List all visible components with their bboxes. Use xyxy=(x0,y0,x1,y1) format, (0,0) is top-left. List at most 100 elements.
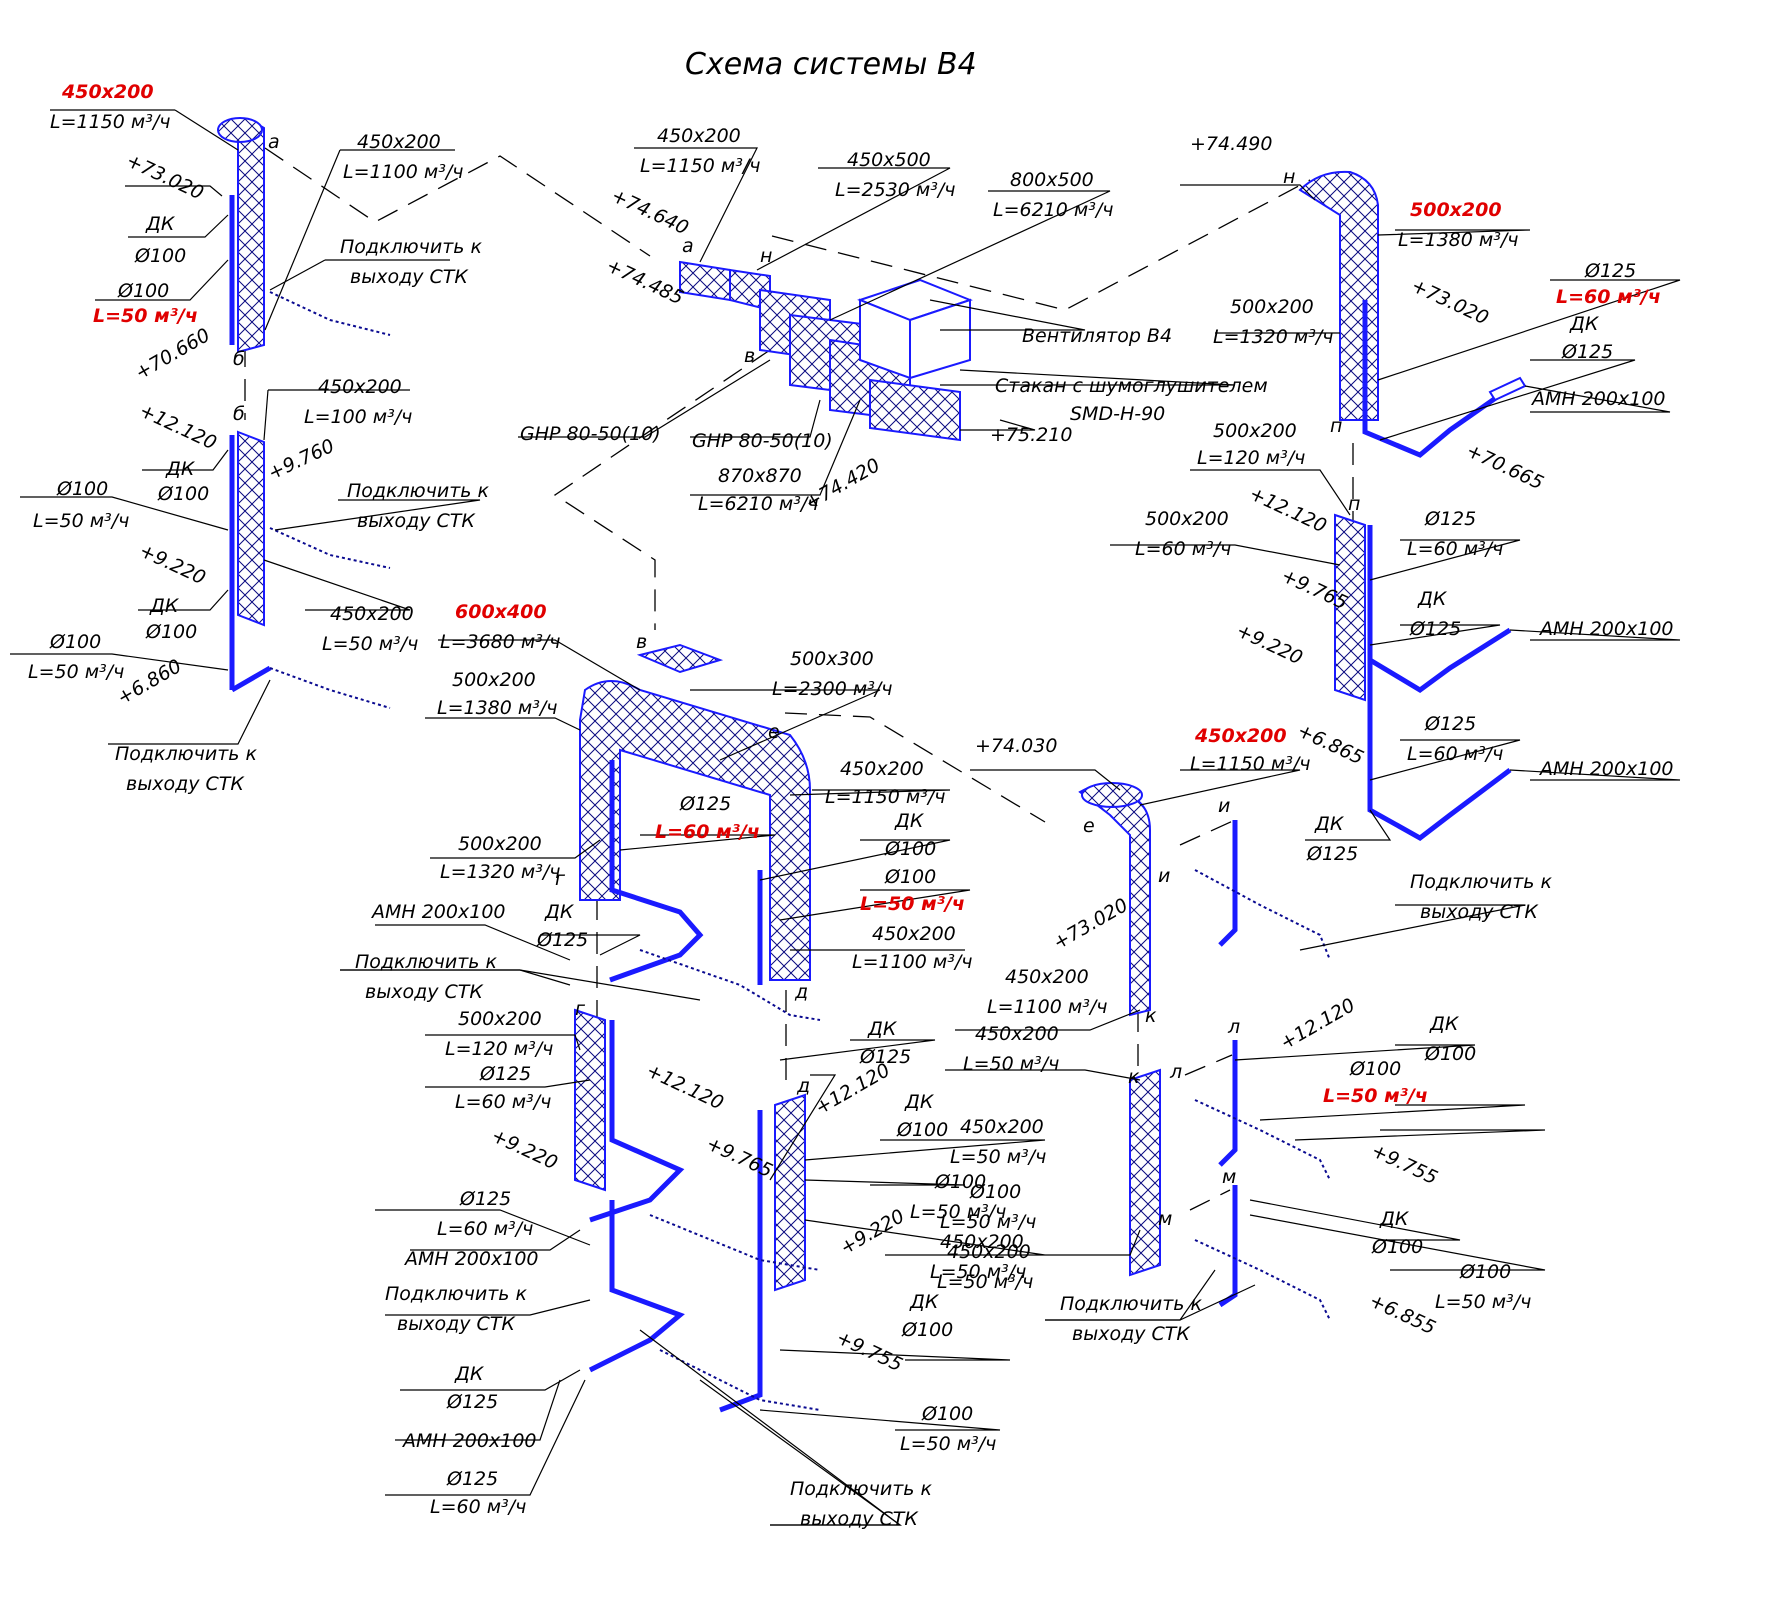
label-m14: +75.210 xyxy=(990,424,1072,446)
label-c58: Ø125 xyxy=(446,1391,498,1413)
label-l03: +73.020 xyxy=(123,150,207,205)
label-c49: +9.220 xyxy=(837,1205,909,1259)
label-c08: е xyxy=(768,721,780,743)
label-c56: +9.755 xyxy=(833,1327,906,1377)
label-l17: ДК xyxy=(165,458,196,480)
label-l22: Подключить к xyxy=(347,480,490,502)
label-r06: Ø125 xyxy=(1584,260,1636,282)
label-l25: L=50 м³/ч xyxy=(33,510,129,532)
right-riser xyxy=(1298,170,1527,841)
label-c07: L=1380 м³/ч xyxy=(437,697,557,719)
label-c33: +12.120 xyxy=(643,1060,727,1115)
label-c17: Ø100 xyxy=(884,866,936,888)
label-e32: Ø100 xyxy=(1459,1261,1511,1283)
label-c09: 450x200 xyxy=(840,758,924,780)
label-r21: Ø125 xyxy=(1424,508,1476,530)
label-c39: +9.765 xyxy=(703,1133,776,1183)
label-l14: выходу СТК xyxy=(350,266,469,288)
label-r30: L=60 м³/ч xyxy=(1407,743,1503,765)
label-r15: 500x200 xyxy=(1213,420,1297,442)
label-r22: L=60 м³/ч xyxy=(1407,538,1503,560)
label-c53: выходу СТК xyxy=(397,1313,516,1335)
label-e33: L=50 м³/ч xyxy=(1435,1291,1531,1313)
label-r20: L=60 м³/ч xyxy=(1135,538,1231,560)
label-l10: а xyxy=(268,131,280,153)
label-l06: Ø100 xyxy=(117,280,169,302)
label-c06: 500x200 xyxy=(452,669,536,691)
label-e07: +73.020 xyxy=(1050,894,1132,954)
label-e04: е xyxy=(1083,815,1095,837)
label-r05: +73.020 xyxy=(1408,275,1492,330)
leader-lines xyxy=(10,109,1681,1526)
label-c48: АМН 200x100 xyxy=(403,1248,539,1270)
label-l35: выходу СТК xyxy=(126,773,245,795)
label-m18: 870x870 xyxy=(718,465,802,487)
label-r10: 500x200 xyxy=(1230,296,1314,318)
label-c35: Ø125 xyxy=(859,1046,911,1068)
label-c21: ДК xyxy=(544,901,575,923)
label-c12: L=60 м³/ч xyxy=(655,821,760,843)
label-e19: ДК xyxy=(1429,1013,1460,1035)
label-m08: н xyxy=(760,245,772,267)
label-m11: Вентилятор В4 xyxy=(1022,325,1172,347)
connection-lines xyxy=(244,147,1354,1211)
label-c26: выходу СТК xyxy=(365,981,484,1003)
label-c31: Ø125 xyxy=(479,1063,531,1085)
label-r01: +74.490 xyxy=(1190,133,1272,155)
label-e34: +6.855 xyxy=(1366,1290,1439,1340)
label-l01: 450x200 xyxy=(61,81,154,103)
label-c44: Ø125 xyxy=(459,1188,511,1210)
label-c38: +9.220 xyxy=(488,1125,561,1175)
label-e35: Подключить к xyxy=(1060,1293,1203,1315)
label-e23: +9.755 xyxy=(1368,1140,1441,1190)
label-l12: L=1100 м³/ч xyxy=(343,161,463,183)
label-e26: Ø100 xyxy=(969,1181,1021,1203)
label-c03: в xyxy=(636,631,647,653)
label-e08: Подключить к xyxy=(1410,871,1553,893)
diagram-title: Схема системы В4 xyxy=(685,47,977,82)
label-l27: ДК xyxy=(149,595,180,617)
label-m16: GHP 80-50(10) xyxy=(520,423,661,445)
label-r04: L=1380 м³/ч xyxy=(1398,229,1518,251)
label-c42: 450x200 xyxy=(960,1116,1044,1138)
label-r31: АМН 200x100 xyxy=(1538,758,1674,780)
label-c64: Подключить к xyxy=(790,1478,933,1500)
label-r16: L=120 м³/ч xyxy=(1197,447,1305,469)
label-l30: L=50 м³/ч xyxy=(322,633,418,655)
label-m02: L=1150 м³/ч xyxy=(640,155,760,177)
label-e25: м xyxy=(1158,1208,1172,1230)
label-c46: Ø100 xyxy=(934,1171,986,1193)
label-l29: 450x200 xyxy=(330,603,414,625)
label-l04: ДК xyxy=(145,213,176,235)
label-c02: L=3680 м³/ч xyxy=(440,631,560,653)
labels: 450x200 L=1150 м³/ч а 450x200 L=1100 м³/… xyxy=(28,81,1674,1530)
label-m20: +74.420 xyxy=(802,454,884,514)
label-c20: АМН 200x100 xyxy=(370,901,506,923)
label-c27: д xyxy=(794,981,808,1003)
label-c10: L=1150 м³/ч xyxy=(825,786,945,808)
label-c13: ДК xyxy=(894,810,925,832)
label-c16: L=1320 м³/ч xyxy=(440,861,560,883)
label-r03: 500x200 xyxy=(1410,199,1502,221)
label-r19: 500x200 xyxy=(1145,508,1229,530)
label-c25: Подключить к xyxy=(355,951,498,973)
label-r18: п xyxy=(1348,493,1360,515)
label-e20: Ø100 xyxy=(1424,1043,1476,1065)
label-e21: Ø100 xyxy=(1349,1058,1401,1080)
label-c15: 500x200 xyxy=(458,833,542,855)
label-m19: L=6210 м³/ч xyxy=(698,493,818,515)
left-riser xyxy=(217,117,391,709)
label-r24: ДК xyxy=(1417,588,1448,610)
label-l19: 450x200 xyxy=(318,376,402,398)
label-e36: выходу СТК xyxy=(1072,1323,1191,1345)
label-m13: SMD-H-90 xyxy=(1070,403,1165,425)
label-c51: L=50 м³/ч xyxy=(930,1261,1026,1283)
label-c18: L=50 м³/ч xyxy=(860,893,965,915)
label-c05: L=2300 м³/ч xyxy=(772,678,892,700)
label-r33: Ø125 xyxy=(1306,843,1358,865)
label-m12: Стакан с шумоглушителем xyxy=(995,375,1268,397)
label-c14: Ø100 xyxy=(884,838,936,860)
label-l16: б xyxy=(233,403,245,425)
label-r32: ДК xyxy=(1314,813,1345,835)
